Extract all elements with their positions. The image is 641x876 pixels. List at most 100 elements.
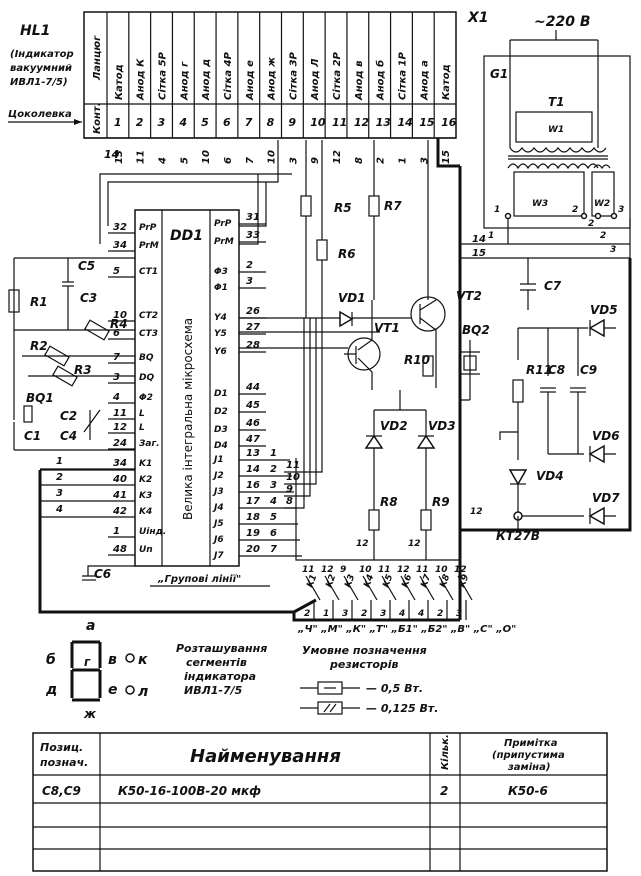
dd1-left-pin-num: 40	[112, 474, 127, 485]
c5-label: C5	[78, 259, 95, 273]
key-functions: „Ч" „М" „К" „Т" „Б1" „Б2" „В" „С" „О"	[297, 624, 516, 635]
dd1-right-pin-name: Y6	[214, 347, 227, 357]
dd1-left-pin-num: 4	[112, 392, 120, 403]
c4-label: C4	[60, 429, 77, 443]
g1-pin-a: 1	[494, 205, 500, 215]
g1-out-2: 2	[600, 231, 606, 241]
w3-label: W3	[532, 199, 548, 209]
dd1-left-pin-num: 41	[112, 490, 127, 501]
r5-label: R5	[334, 201, 352, 215]
x1-col-name: Сітка 5Р	[158, 51, 169, 100]
seg-caption-3: індикатора	[184, 670, 256, 683]
dd1-right-pin-name: J1	[212, 455, 224, 465]
dd1-right-pin-num: 19	[246, 528, 260, 539]
key-name: K3	[343, 573, 357, 589]
segment-diagram: а б г в к д е л ж Розташування сегментів…	[45, 618, 267, 721]
hl1-label: HL1	[20, 23, 50, 39]
dd1-right-pin-num: 28	[246, 340, 260, 351]
dd1-right-pin-name: PrP	[214, 219, 232, 229]
x1-col-pin: 8	[267, 116, 275, 129]
vd5-label: VD5	[590, 303, 618, 317]
dd1-right-pin-name: J4	[212, 503, 224, 513]
key-bottom-num: 4	[417, 609, 424, 619]
key-top-num: 11	[416, 565, 429, 575]
dd1-left-pin-num: 3	[113, 372, 120, 383]
seg-letter-k: к	[138, 652, 148, 668]
r7-label: R7	[384, 199, 402, 213]
hl1-desc-3: ИВЛ1-7/5)	[10, 77, 68, 88]
bus-14: 14	[472, 234, 486, 245]
dd1-left-pin-num: 12	[113, 422, 127, 433]
c9-label: C9	[580, 363, 597, 377]
r10-label: R10	[404, 353, 430, 367]
th-qty: Кільк.	[440, 734, 451, 770]
x1-col-wire: 9	[310, 157, 321, 164]
socket-label: Цоколевка	[8, 109, 72, 120]
g1-pin-c: 2	[588, 219, 594, 229]
key-name: K6	[400, 573, 414, 589]
seg-letter-g: г	[84, 655, 91, 669]
r9-wire: 12	[408, 539, 421, 549]
bq2-label: BQ2	[462, 323, 490, 337]
x1-col-pin: 10	[310, 116, 326, 129]
dd1-j-out-num: 8	[286, 496, 293, 507]
dd1-left-pin-name: Φ2	[139, 393, 153, 403]
g1-pin-d: 3	[618, 205, 624, 215]
key-name: K1	[305, 573, 319, 589]
c2-label: C2	[60, 409, 77, 423]
dd1-left-pin-num: 32	[113, 222, 127, 233]
dd1-left-pin-name: CT2	[139, 311, 158, 321]
dd1-k-ext-num: 3	[56, 488, 63, 499]
t1-label: T1	[548, 95, 565, 109]
dd1-left-pin-name: BQ	[139, 353, 154, 363]
dd1-left-pin-num: 24	[113, 438, 127, 449]
dd1-right-pin-name: J2	[212, 471, 224, 481]
dd1-left-pin-num: 10	[113, 310, 127, 321]
seg-letter-a: а	[86, 618, 95, 634]
dd1-j-ext-num: 4	[269, 496, 277, 507]
w2-label: W2	[594, 199, 610, 209]
dd1-left-pin-name: L	[139, 409, 145, 419]
x1-col-pin: 11	[332, 116, 347, 129]
dd1-right-pin-name: D1	[214, 389, 228, 399]
key-name: K7	[419, 572, 433, 589]
dd1-left-pin-num: 11	[113, 408, 127, 419]
x1-col-name: Сітка 1Р	[397, 51, 408, 100]
x1-col-wire: 1	[397, 157, 408, 164]
x1-col-name: Анод Л	[310, 58, 321, 101]
dd1-right-pin-name: J3	[212, 487, 224, 497]
r8-label: R8	[380, 495, 398, 509]
seg-caption-2: сегментів	[186, 656, 247, 669]
dd1-right-pin-num: 2	[246, 260, 253, 271]
key-top-num: 9	[340, 565, 346, 575]
x1-col-wire: 11	[136, 150, 147, 164]
dd1-j-ext-num: 2	[270, 464, 277, 475]
key-name: K4	[362, 573, 376, 589]
x1-left-wire: 14	[104, 148, 119, 161]
seg-letter-e: е	[108, 682, 118, 698]
x1-col-wire: 10	[201, 150, 212, 164]
x1-col-pin: 16	[441, 116, 457, 129]
dd1-right-pin-name: PrM	[214, 237, 234, 247]
dd1-left-pin-num: 42	[112, 506, 127, 517]
dd1-j-ext-num: 3	[270, 480, 277, 491]
key-name: K2	[324, 573, 338, 589]
hl1-desc-1: (Індикатор	[10, 49, 74, 60]
legend-title-1: Умовне позначення	[302, 644, 427, 657]
parts-table: Позиц. познач. Найменування Кільк. Примі…	[32, 732, 608, 872]
key-bottom-num: 2	[437, 609, 443, 619]
dd1-right-pin-num: 47	[245, 434, 260, 445]
dd1-label: DD1	[170, 228, 203, 244]
x1-col-name: Анод ж	[267, 56, 278, 101]
key-bottom-num: 4	[398, 609, 405, 619]
dd1-right-pin-num: 3	[246, 276, 253, 287]
dd1-left-pin-name: PrP	[139, 223, 157, 233]
dd1-left-pin-name: DQ	[139, 373, 154, 383]
dd1-left-pin-name: CT1	[139, 267, 158, 277]
legend-title-2: резисторів	[329, 658, 399, 671]
seg-letter-d: д	[45, 682, 57, 698]
dd1-right-pin-num: 46	[245, 418, 260, 429]
x1-col-pin: 7	[245, 116, 253, 129]
key-top-num: 10	[435, 565, 448, 575]
dd1-left-pin-name: Заг.	[139, 439, 160, 449]
